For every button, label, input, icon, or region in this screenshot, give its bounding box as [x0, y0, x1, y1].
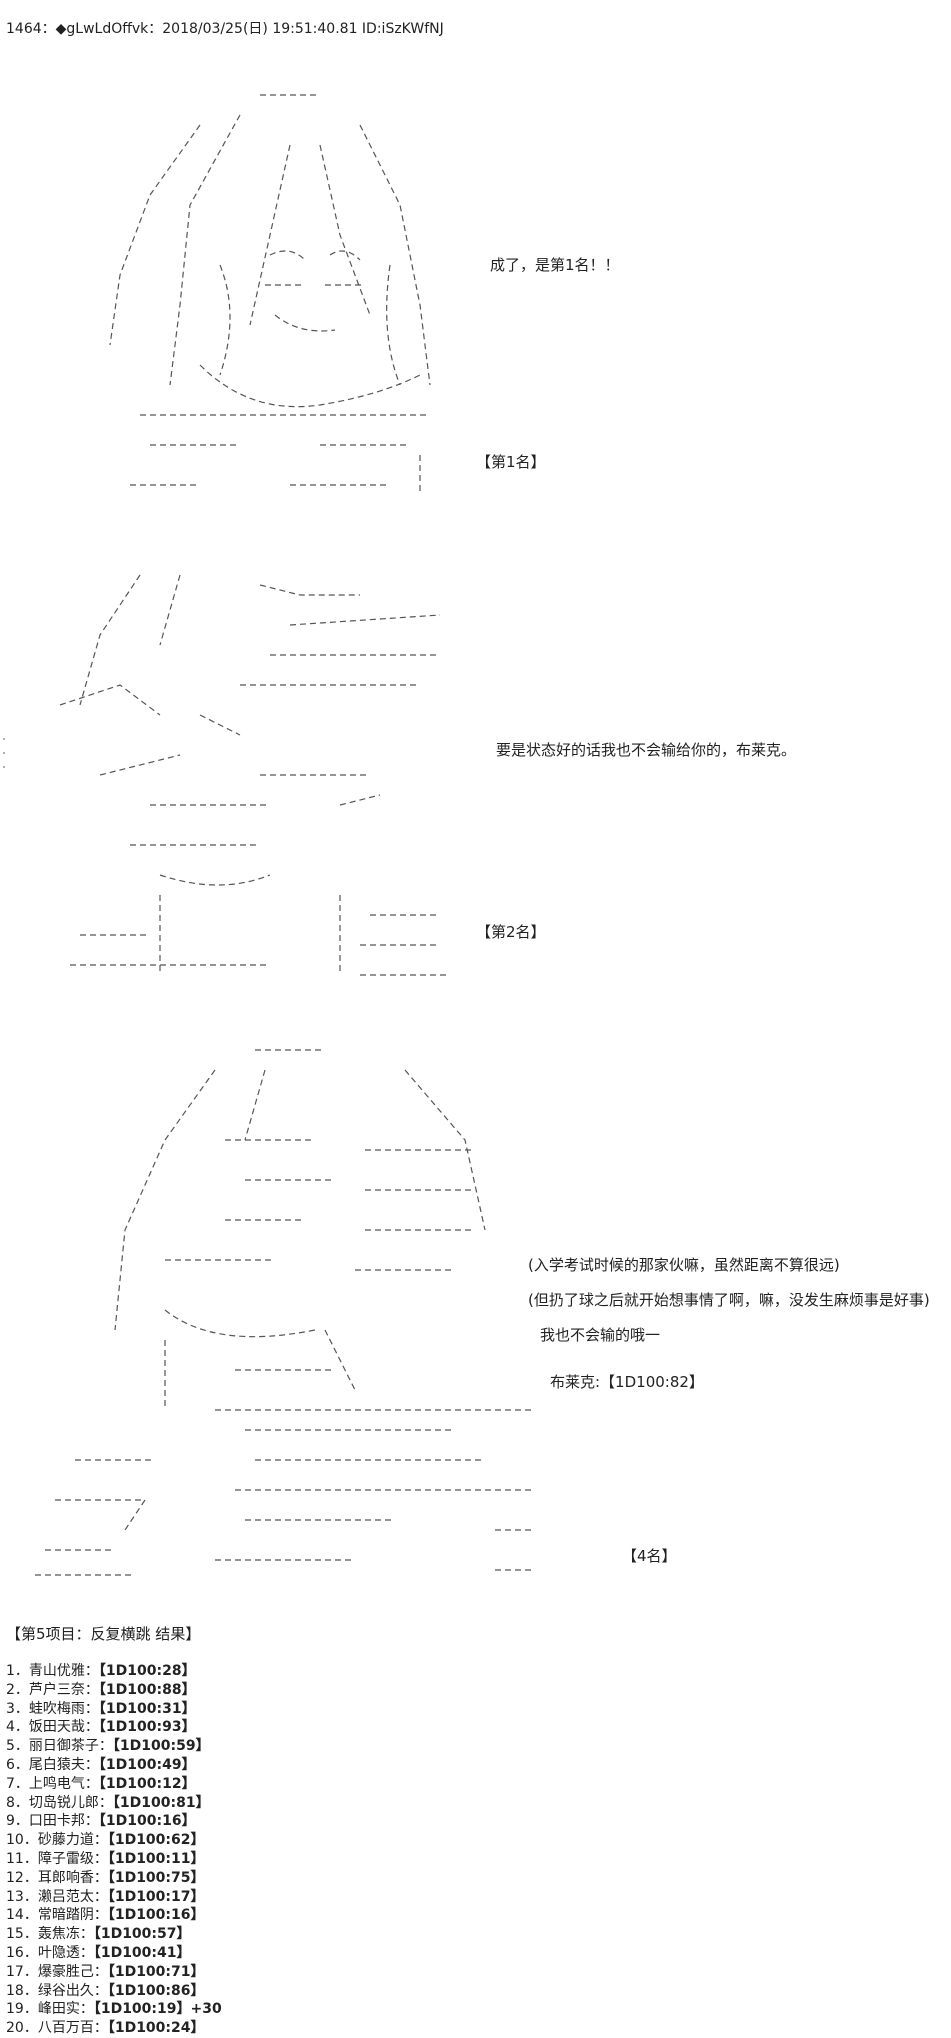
- ascii-art-first-place: [90, 85, 450, 505]
- ascii-art-drawing: [109, 94, 431, 495]
- rank-label-second: 【第2名】: [476, 923, 546, 941]
- list-item: 6．尾白猿夫：【1D100:49】: [6, 1756, 196, 1773]
- list-item: 14．常暗踏阴：【1D100:16】: [6, 1907, 205, 1924]
- results-list: 1．青山优雅：【1D100:28】 2．芦户三奈：【1D100:88】 3．蛙吹…: [6, 1662, 222, 2038]
- results-title: 【第5项目：反复横跳 结果】: [6, 1625, 201, 1643]
- ascii-art-drawing: [35, 1049, 535, 1576]
- speech-second-place: 要是状态好的话我也不会输给你的，布莱克。: [496, 741, 797, 759]
- roll-label-black: 布莱克:【1D100:82】: [550, 1373, 704, 1391]
- list-item: 1．青山优雅：【1D100:28】: [6, 1663, 196, 1679]
- ascii-art-drawing: [59, 574, 450, 976]
- list-item: 12．耳郎响香：【1D100:75】: [6, 1869, 205, 1886]
- rank-label-fourth: 【4名】: [622, 1547, 677, 1565]
- list-item: 11．障子雷级：【1D100:11】: [6, 1850, 205, 1867]
- list-item: 7．上鸣电气：【1D100:12】: [6, 1775, 196, 1792]
- list-item: 8．切岛锐儿郎：【1D100:81】: [6, 1794, 210, 1811]
- list-item: 17．爆豪胜己：【1D100:71】: [6, 1963, 205, 1980]
- speech-first-place: 成了，是第1名！！: [490, 256, 620, 274]
- list-item: 16．叶隐透：【1D100:41】: [6, 1944, 191, 1961]
- speech-fourth-line-1: (入学考试时候的那家伙嘛，虽然距离不算很远): [528, 1256, 840, 1274]
- ascii-art-fourth-place: [15, 1030, 560, 1590]
- list-item: 13．濑吕范太：【1D100:17】: [6, 1888, 205, 1905]
- speech-fourth-line-3: 我也不会输的哦一: [540, 1326, 661, 1344]
- list-item: 20．八百万百：【1D100:24】: [6, 2020, 205, 2037]
- post-header: 1464：◆gLwLdOffvk：2018/03/25(日) 19:51:40.…: [6, 21, 444, 37]
- rank-label-first: 【第1名】: [476, 453, 546, 471]
- margin-dots: [0, 735, 10, 795]
- list-item: 3．蛙吹梅雨：【1D100:31】: [6, 1700, 196, 1717]
- list-item: 9．口田卡邦：【1D100:16】: [6, 1813, 196, 1830]
- speech-fourth-line-2: (但扔了球之后就开始想事情了啊，嘛，没发生麻烦事是好事): [528, 1291, 930, 1309]
- list-item: 19．峰田实：【1D100:19】+30: [6, 2001, 222, 2018]
- list-item: 2．芦户三奈：【1D100:88】: [6, 1681, 196, 1698]
- list-item: 5．丽日御茶子：【1D100:59】: [6, 1738, 210, 1755]
- list-item: 15．轰焦冻：【1D100:57】: [6, 1926, 191, 1943]
- list-item: 18．绿谷出久：【1D100:86】: [6, 1982, 205, 1999]
- ascii-art-second-place: [40, 555, 460, 985]
- list-item: 4．饭田天哉：【1D100:93】: [6, 1719, 196, 1736]
- list-item: 10．砂藤力道：【1D100:62】: [6, 1832, 205, 1849]
